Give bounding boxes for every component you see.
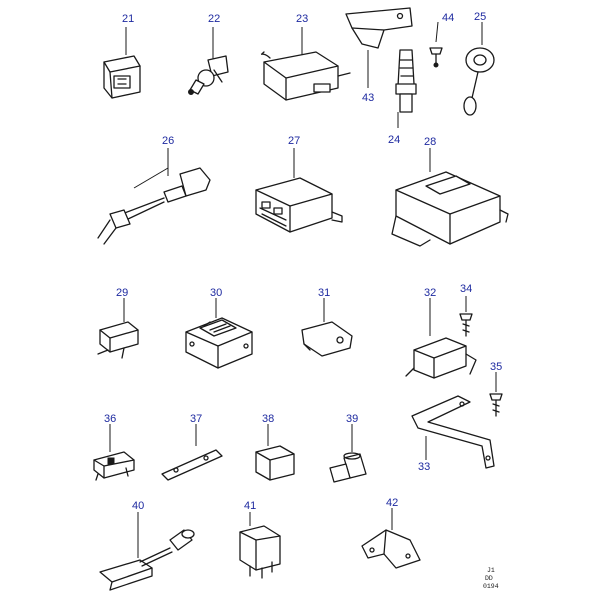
callout-41: 41 [244, 500, 256, 512]
callout-39: 39 [346, 413, 358, 425]
part-38-relay [255, 424, 295, 481]
part-26-harness-connector [97, 148, 211, 245]
part-34-screw [459, 296, 473, 337]
part-27-ecu [255, 148, 343, 233]
part-21-connector [103, 27, 141, 99]
part-29-relay [97, 298, 139, 359]
callout-24: 24 [388, 134, 400, 146]
part-30-relay-box [185, 298, 253, 369]
callout-26: 26 [162, 135, 174, 147]
callout-23: 23 [296, 13, 308, 25]
part-44-screw [429, 21, 443, 68]
part-23-module [260, 27, 351, 101]
part-42-bracket [361, 508, 421, 569]
part-36-fuse-holder [93, 424, 135, 481]
part-43-bracket [345, 7, 413, 88]
callout-38: 38 [262, 413, 274, 425]
callout-43: 43 [362, 92, 374, 104]
callout-27: 27 [288, 135, 300, 147]
part-22-sensor [188, 27, 229, 95]
part-41-relay [239, 512, 281, 579]
callout-33: 33 [418, 461, 430, 473]
callout-44: 44 [442, 12, 454, 24]
part-40-sensor [99, 512, 195, 591]
part-37-fuse-strip [161, 424, 223, 481]
callout-21: 21 [122, 13, 134, 25]
callout-22: 22 [208, 13, 220, 25]
callout-36: 36 [104, 413, 116, 425]
part-35-screw [489, 372, 503, 417]
callout-25: 25 [474, 11, 486, 23]
part-28-control-unit [391, 148, 509, 247]
callout-34: 34 [460, 283, 472, 295]
callout-28: 28 [424, 136, 436, 148]
callout-30: 30 [210, 287, 222, 299]
part-24-sensor-plug [395, 49, 417, 128]
callout-31: 31 [318, 287, 330, 299]
part-25-grommet [463, 22, 495, 116]
callout-32: 32 [424, 287, 436, 299]
callout-42: 42 [386, 497, 398, 509]
callout-35: 35 [490, 361, 502, 373]
callout-37: 37 [190, 413, 202, 425]
drawing-code-line-2: DD [485, 575, 493, 582]
part-33-bracket [411, 395, 495, 469]
part-31-plate [301, 298, 353, 357]
part-39-fuse [329, 424, 367, 483]
callout-40: 40 [132, 500, 144, 512]
callout-29: 29 [116, 287, 128, 299]
drawing-code-line-1: J1 [487, 567, 495, 574]
drawing-code-line-3: 0194 [483, 583, 499, 590]
part-32-module [405, 298, 477, 379]
